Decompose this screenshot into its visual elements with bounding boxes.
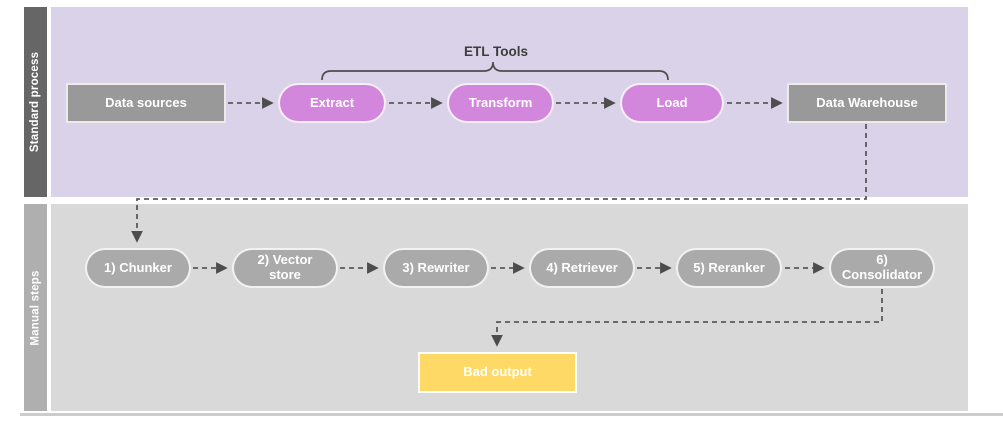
node-reranker-label: 5) Reranker: [693, 259, 765, 275]
node-consolidator-label: 6) Consolidator: [841, 252, 923, 282]
node-extract: Extract: [278, 83, 386, 123]
etl-tools-label: ETL Tools: [464, 44, 528, 59]
node-transform-label: Transform: [468, 94, 533, 110]
node-retriever-label: 4) Retriever: [546, 259, 618, 275]
lane-label-standard-process: Standard process: [29, 51, 42, 153]
node-chunker: 1) Chunker: [85, 248, 191, 288]
lane-header-manual-steps: Manual steps: [24, 204, 47, 411]
node-data-warehouse: Data Warehouse: [787, 83, 947, 123]
node-load-label: Load: [656, 94, 688, 110]
node-transform: Transform: [447, 83, 554, 123]
node-data-warehouse-label: Data Warehouse: [816, 94, 918, 110]
node-bad-output-label: Bad output: [463, 364, 532, 380]
node-rewriter-label: 3) Rewriter: [402, 259, 470, 275]
node-extract-label: Extract: [309, 94, 355, 110]
bottom-divider: [20, 413, 1003, 416]
node-data-sources: Data sources: [66, 83, 226, 123]
node-data-sources-label: Data sources: [105, 94, 187, 110]
node-reranker: 5) Reranker: [676, 248, 782, 288]
node-vector-store: 2) Vector store: [232, 248, 338, 288]
node-chunker-label: 1) Chunker: [104, 259, 172, 275]
node-rewriter: 3) Rewriter: [383, 248, 489, 288]
node-load: Load: [620, 83, 724, 123]
node-bad-output: Bad output: [418, 352, 577, 393]
node-vector-store-label: 2) Vector store: [257, 252, 313, 282]
lane-header-standard-process: Standard process: [24, 7, 47, 197]
node-retriever: 4) Retriever: [529, 248, 635, 288]
node-consolidator: 6) Consolidator: [829, 248, 935, 288]
lane-label-manual-steps: Manual steps: [29, 269, 42, 346]
